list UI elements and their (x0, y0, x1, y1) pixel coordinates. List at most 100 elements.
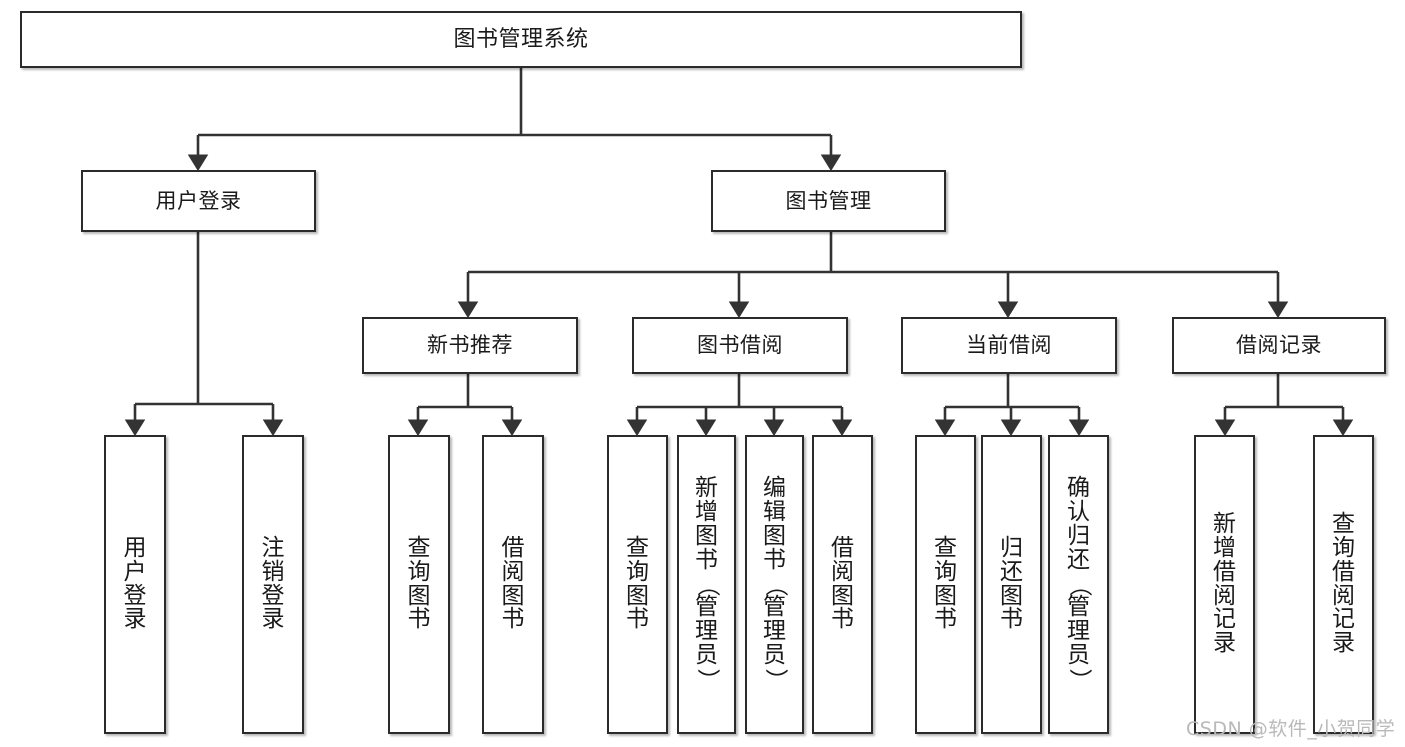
vertical-char: 理 (695, 618, 718, 645)
node-label: 用户登录 (155, 188, 242, 213)
vertical-char: 图 (407, 582, 431, 609)
vertical-char: 书 (626, 606, 649, 633)
vertical-char: 借 (1332, 558, 1355, 585)
vertical-char: 户 (123, 558, 147, 585)
vertical-char: 登 (123, 582, 147, 609)
node-label: 图书管理系统 (453, 26, 589, 52)
vertical-char: 录 (123, 606, 147, 633)
vertical-char: 归 (1000, 534, 1023, 561)
leaf-label: 借阅图书 (501, 534, 525, 633)
vertical-char: 录 (1332, 630, 1355, 657)
vertical-char: 管 (695, 594, 718, 621)
vertical-char: 书 (695, 546, 718, 573)
vertical-char: ） (1066, 668, 1093, 692)
vertical-char: 图 (626, 582, 649, 609)
leaf-new-book-query-book[interactable]: 查询图书 (388, 435, 450, 734)
vertical-char: 询 (407, 558, 431, 585)
vertical-char: 查 (934, 534, 957, 561)
leaf-label: 注销登录 (261, 534, 285, 633)
vertical-char: 理 (763, 618, 786, 645)
leaf-label: 借阅图书 (831, 534, 854, 633)
node-book-borrow[interactable]: 图书借阅 (632, 317, 848, 374)
leaf-current-return-book[interactable]: 归还图书 (981, 435, 1042, 734)
leaf-label: 查询图书 (934, 534, 957, 633)
vertical-char: 新 (695, 474, 718, 501)
vertical-char: 阅 (1213, 582, 1236, 609)
vertical-char: 书 (501, 606, 525, 633)
node-current-borrow[interactable]: 当前借阅 (901, 317, 1117, 374)
vertical-char: 确 (1067, 474, 1090, 501)
leaf-borrow-add-book-admin[interactable]: 新增图书（管理员） (677, 435, 736, 734)
node-user-login[interactable]: 用户登录 (81, 170, 316, 232)
node-label: 新书推荐 (427, 333, 513, 358)
leaf-label: 查询图书 (626, 534, 649, 633)
vertical-char: 书 (831, 606, 854, 633)
vertical-char: 阅 (501, 558, 525, 585)
leaf-borrow-borrow-book[interactable]: 借阅图书 (812, 435, 873, 734)
vertical-char: 录 (261, 606, 285, 633)
vertical-char: 还 (1067, 546, 1090, 573)
vertical-char: 询 (1332, 534, 1355, 561)
node-label: 当前借阅 (966, 333, 1052, 358)
vertical-char: ） (694, 668, 721, 692)
vertical-char: 归 (1067, 522, 1090, 549)
vertical-char: 员 (695, 642, 718, 669)
leaf-label: 新增图书（管理员） (694, 474, 721, 692)
leaf-current-query-book[interactable]: 查询图书 (915, 435, 976, 734)
vertical-char: ） (762, 668, 789, 692)
watermark-text: CSDN @软件_小贺同学 (1186, 718, 1396, 740)
vertical-char: （ (1066, 573, 1093, 596)
leaf-label: 新增借阅记录 (1213, 510, 1236, 656)
leaf-borrow-query-book[interactable]: 查询图书 (607, 435, 668, 734)
leaf-borrow-edit-book-admin[interactable]: 编辑图书（管理员） (745, 435, 804, 734)
vertical-char: 注 (261, 534, 285, 561)
vertical-char: （ (694, 573, 721, 596)
vertical-char: 增 (1213, 534, 1236, 561)
vertical-char: 编 (763, 474, 786, 501)
vertical-char: 书 (1000, 606, 1023, 633)
vertical-char: 图 (1000, 582, 1023, 609)
node-label: 图书管理 (785, 188, 872, 213)
vertical-char: 员 (1067, 642, 1090, 669)
vertical-char: （ (762, 573, 789, 596)
vertical-char: 图 (501, 582, 525, 609)
vertical-char: 借 (831, 534, 854, 561)
vertical-char: 记 (1213, 606, 1236, 633)
node-label: 借阅记录 (1236, 333, 1322, 358)
node-borrow-records[interactable]: 借阅记录 (1172, 317, 1386, 374)
vertical-char: 管 (1067, 594, 1090, 621)
vertical-char: 还 (1000, 558, 1023, 585)
vertical-char: 阅 (1332, 582, 1355, 609)
leaf-new-book-borrow-book[interactable]: 借阅图书 (482, 435, 544, 734)
leaf-records-add-record[interactable]: 新增借阅记录 (1194, 435, 1255, 734)
vertical-char: 登 (261, 582, 285, 609)
leaf-current-confirm-return-admin[interactable]: 确认归还（管理员） (1048, 435, 1109, 734)
vertical-char: 借 (501, 534, 525, 561)
vertical-char: 图 (831, 582, 854, 609)
vertical-char: 书 (407, 606, 431, 633)
leaf-user-login-login[interactable]: 用户登录 (104, 435, 166, 734)
leaf-user-login-logout[interactable]: 注销登录 (242, 435, 304, 734)
vertical-char: 书 (934, 606, 957, 633)
vertical-char: 查 (626, 534, 649, 561)
leaf-label: 查询借阅记录 (1332, 510, 1355, 657)
vertical-char: 新 (1213, 510, 1236, 537)
vertical-char: 阅 (831, 558, 854, 585)
vertical-char: 书 (763, 546, 786, 573)
node-root-book-management-system[interactable]: 图书管理系统 (20, 11, 1022, 68)
vertical-char: 认 (1067, 498, 1090, 525)
vertical-char: 记 (1332, 606, 1355, 633)
leaf-label: 编辑图书（管理员） (762, 474, 789, 692)
leaf-label: 归还图书 (1000, 534, 1023, 633)
leaf-records-query-record[interactable]: 查询借阅记录 (1313, 435, 1374, 734)
leaf-label: 查询图书 (407, 536, 431, 633)
vertical-char: 员 (763, 642, 786, 669)
node-book-management[interactable]: 图书管理 (711, 170, 946, 232)
vertical-char: 图 (763, 522, 786, 549)
node-label: 图书借阅 (697, 333, 783, 358)
vertical-char: 辑 (763, 498, 786, 525)
vertical-char: 查 (1332, 510, 1355, 537)
vertical-char: 询 (626, 558, 649, 585)
node-new-book-recommend[interactable]: 新书推荐 (362, 317, 578, 374)
